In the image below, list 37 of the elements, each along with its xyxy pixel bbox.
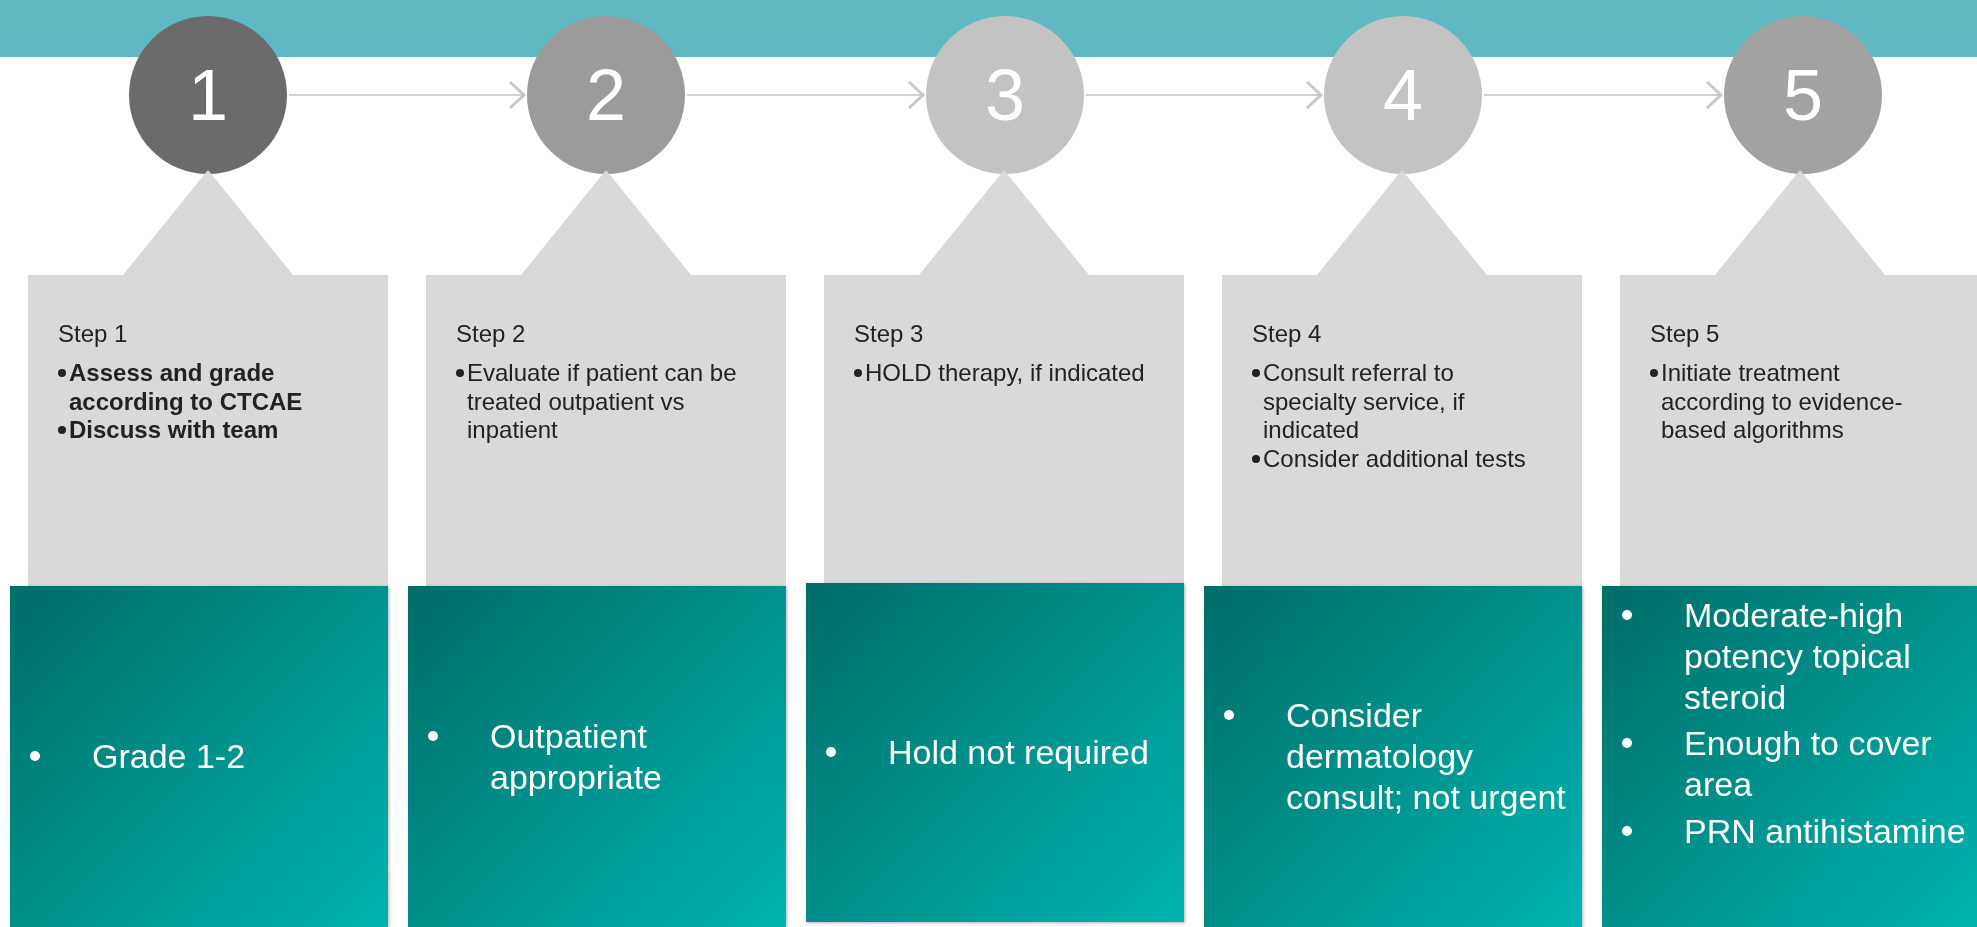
step-panel xyxy=(426,170,786,586)
bullet-text: Consider additional tests xyxy=(1263,445,1526,474)
step-number-circle: 1 xyxy=(129,16,287,174)
step-panel xyxy=(28,170,388,586)
step-label: Step 3 xyxy=(854,320,925,349)
bullet-text: Consult referral to specialty service, if indicated xyxy=(1263,358,1466,446)
step-label: Step 4 xyxy=(1252,320,1323,349)
step-number-circle: 5 xyxy=(1724,16,1882,174)
bullet-text: Moderate-high potency topical steroid xyxy=(1684,595,1912,718)
bullet-text: HOLD therapy, if indicated xyxy=(865,358,1145,388)
bullet-text: Evaluate if patient can be treated outpatient vs inpatient xyxy=(467,358,738,446)
step-number-circle: 2 xyxy=(527,16,685,174)
step-label: Step 1 xyxy=(58,320,129,349)
step-label: Step 5 xyxy=(1650,320,1721,349)
step-panel xyxy=(824,170,1184,586)
bullet-text: Grade 1-2 xyxy=(92,736,246,777)
bullet-text: Discuss with team xyxy=(69,416,279,446)
outcome-box xyxy=(408,586,786,927)
outcome-box xyxy=(1204,586,1582,927)
arrow xyxy=(686,80,925,110)
bullet-text: Outpatient appropriate xyxy=(490,715,663,798)
bullet-text: Assess and grade according to CTCAE xyxy=(69,358,304,417)
bullet-text: PRN antihistamine xyxy=(1684,811,1966,852)
step-number-circle: 4 xyxy=(1324,16,1482,174)
bullet-text: Hold not required xyxy=(888,732,1149,773)
step-number-circle: 3 xyxy=(926,16,1084,174)
step-label: Step 2 xyxy=(456,320,527,349)
outcome-box xyxy=(10,586,388,927)
step-panel xyxy=(1620,170,1977,586)
outcome-box xyxy=(806,583,1184,922)
bullet-text: Consider dermatology consult; not urgent xyxy=(1286,695,1567,818)
step-panel xyxy=(1222,170,1582,586)
bullet-text: Initiate treatment according to evidence-based algorithms xyxy=(1661,358,1904,446)
bullet-text: Enough to cover area xyxy=(1684,723,1933,805)
outcome-box xyxy=(1602,586,1977,927)
arrow xyxy=(288,80,526,110)
arrow xyxy=(1085,80,1323,110)
